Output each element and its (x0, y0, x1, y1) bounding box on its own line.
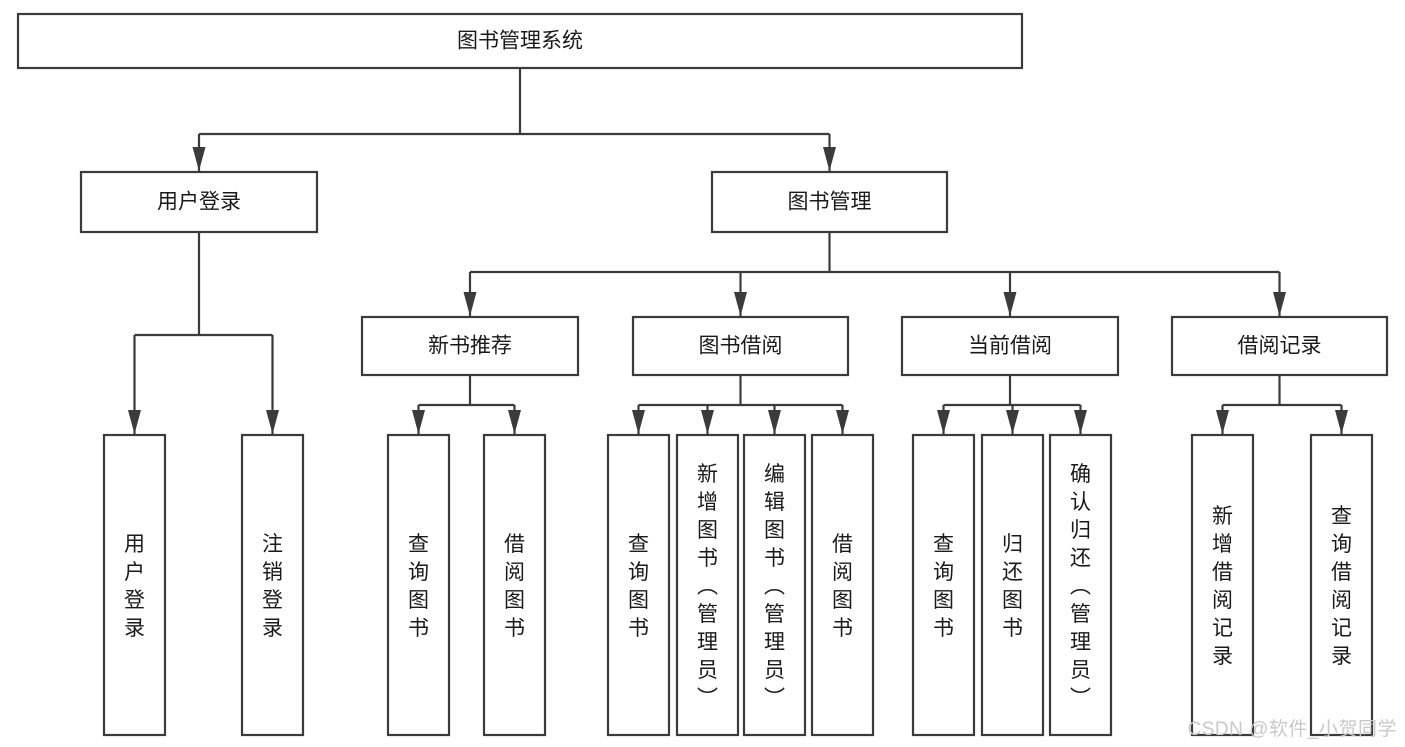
arrow-head-icon (701, 410, 714, 434)
node-box[interactable] (742, 433, 807, 737)
arrow-head-icon (937, 410, 950, 434)
arrow-head-icon (1273, 292, 1286, 316)
arrow-head-icon (128, 410, 141, 434)
node-box[interactable] (1048, 433, 1113, 737)
node-box[interactable] (900, 315, 1120, 377)
node-label: 图书借阅 (699, 335, 783, 358)
connector-group (463, 232, 1286, 316)
node-label: 确认归还︵管理员︶ (1070, 463, 1091, 710)
arrow-head-icon (412, 410, 425, 434)
arrow-head-icon (192, 147, 206, 171)
node-box[interactable] (980, 433, 1045, 737)
node-l-add-book[interactable]: 新增图书︵管理员︶ (675, 433, 740, 737)
connector-group (632, 375, 849, 434)
node-l-edit-book[interactable]: 编辑图书︵管理员︶ (742, 433, 807, 737)
node-layer: 图书管理系统用户登录图书管理新书推荐图书借阅当前借阅借阅记录用户登录注销登录查询… (16, 12, 1389, 737)
arrow-head-icon (823, 147, 836, 171)
node-box[interactable] (675, 433, 740, 737)
node-label: 归还图书 (1002, 533, 1023, 640)
node-box[interactable] (1190, 433, 1255, 737)
node-n-book-mgmt[interactable]: 图书管理 (710, 170, 949, 234)
arrow-head-icon (1006, 410, 1019, 434)
arrow-head-icon (508, 410, 521, 434)
node-box[interactable] (710, 170, 949, 234)
watermark-text: CSDN @软件_小贺同学 (1187, 719, 1397, 740)
node-label: 注销登录 (262, 533, 283, 640)
node-box[interactable] (1309, 433, 1374, 737)
connector-group (1216, 375, 1348, 434)
arrow-head-icon (734, 292, 747, 316)
node-label: 当前借阅 (968, 335, 1052, 358)
node-box[interactable] (386, 433, 451, 737)
arrow-head-icon (768, 410, 781, 434)
arrow-head-icon (1216, 410, 1229, 434)
arrow-head-icon (836, 410, 849, 434)
node-l-q-book-2[interactable]: 查询图书 (606, 433, 671, 737)
connector-group (128, 232, 279, 434)
arrow-head-icon (1003, 292, 1017, 316)
node-n-new-rec[interactable]: 新书推荐 (360, 315, 580, 377)
node-label: 编辑图书︵管理员︶ (764, 463, 785, 710)
node-label: 查询图书 (408, 533, 429, 640)
node-label: 新增图书︵管理员︶ (697, 463, 718, 710)
node-box[interactable] (360, 315, 580, 377)
node-label: 新增借阅记录 (1212, 505, 1233, 668)
node-box[interactable] (482, 433, 547, 737)
arrow-head-icon (266, 410, 279, 434)
node-l-user-login[interactable]: 用户登录 (102, 433, 167, 737)
node-box[interactable] (1170, 315, 1389, 377)
node-n-user-login[interactable]: 用户登录 (79, 170, 319, 234)
node-l-add-record[interactable]: 新增借阅记录 (1190, 433, 1255, 737)
node-n-records[interactable]: 借阅记录 (1170, 315, 1389, 377)
arrow-head-icon (463, 292, 477, 316)
node-label: 图书管理 (788, 191, 872, 214)
node-n-borrow[interactable]: 图书借阅 (631, 315, 850, 377)
node-box[interactable] (606, 433, 671, 737)
node-root[interactable]: 图书管理系统 (16, 12, 1024, 70)
node-n-current[interactable]: 当前借阅 (900, 315, 1120, 377)
node-l-borrow-book-2[interactable]: 借阅图书 (810, 433, 875, 737)
arrow-head-icon (1074, 410, 1087, 434)
arrow-head-icon (632, 410, 645, 434)
node-l-logout[interactable]: 注销登录 (240, 433, 305, 737)
node-l-confirm-return[interactable]: 确认归还︵管理员︶ (1048, 433, 1113, 737)
node-box[interactable] (102, 433, 167, 737)
node-box[interactable] (911, 433, 976, 737)
node-l-query-record[interactable]: 查询借阅记录 (1309, 433, 1374, 737)
node-l-return-book[interactable]: 归还图书 (980, 433, 1045, 737)
node-label: 查询图书 (628, 533, 649, 640)
node-label: 借阅记录 (1238, 335, 1322, 358)
connector-layer (128, 68, 1348, 434)
connector-group (412, 375, 521, 434)
node-label: 借阅图书 (832, 533, 853, 640)
node-label: 新书推荐 (428, 335, 512, 358)
node-l-q-book-1[interactable]: 查询图书 (386, 433, 451, 737)
node-box[interactable] (631, 315, 850, 377)
node-label: 查询借阅记录 (1331, 505, 1352, 668)
node-label: 查询图书 (933, 533, 954, 640)
connector-group (937, 375, 1087, 434)
node-label: 用户登录 (124, 533, 145, 640)
node-box[interactable] (810, 433, 875, 737)
node-box[interactable] (240, 433, 305, 737)
node-l-q-book-3[interactable]: 查询图书 (911, 433, 976, 737)
node-box[interactable] (79, 170, 319, 234)
node-box[interactable] (16, 12, 1024, 70)
node-label: 用户登录 (157, 191, 241, 214)
node-label: 借阅图书 (504, 533, 525, 640)
arrow-head-icon (1335, 410, 1348, 434)
connector-group (192, 68, 836, 171)
node-label: 图书管理系统 (457, 30, 583, 53)
node-l-borrow-book-1[interactable]: 借阅图书 (482, 433, 547, 737)
